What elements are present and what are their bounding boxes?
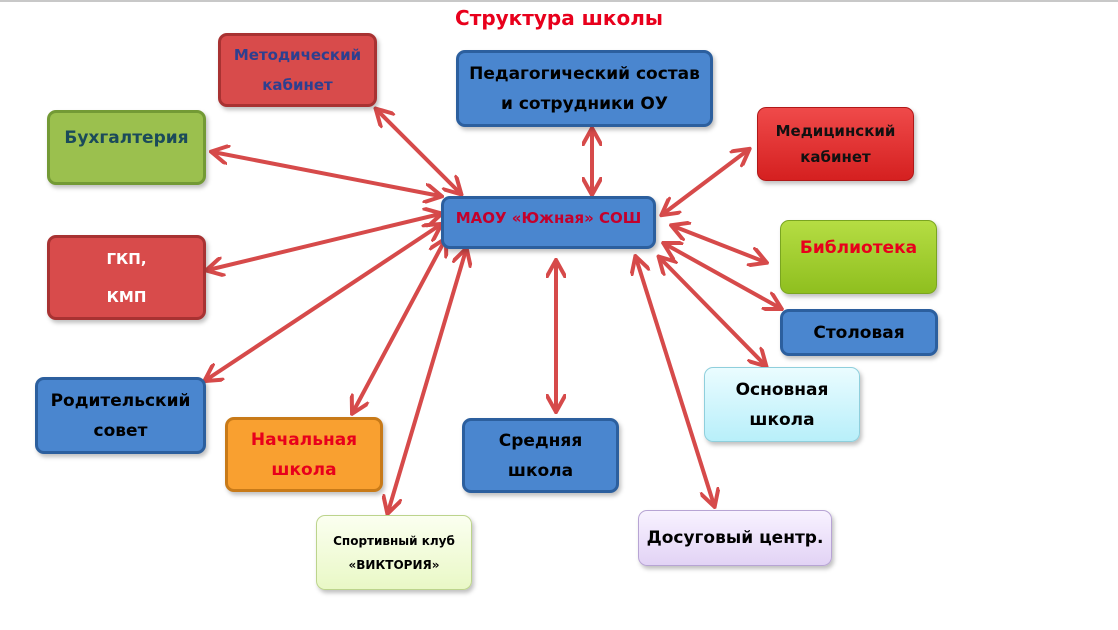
node-label: совет bbox=[93, 420, 148, 441]
node-label: Бухгалтерия bbox=[64, 128, 189, 148]
node-label: ГКП, bbox=[106, 249, 147, 268]
node-sred: Средняя школа bbox=[462, 418, 619, 493]
node-bib: Библиотека bbox=[780, 220, 937, 294]
node-gkp: ГКП, КМП bbox=[47, 235, 206, 320]
arrow-center-stol bbox=[665, 244, 780, 308]
node-label: Родительский bbox=[50, 390, 191, 411]
node-label: кабинет bbox=[800, 148, 871, 166]
arrow-center-osn bbox=[660, 258, 765, 365]
node-stol: Столовая bbox=[780, 309, 938, 356]
node-sport: Спортивный клуб «ВИКТОРИЯ» bbox=[316, 515, 472, 590]
node-label: Спортивный клуб bbox=[333, 533, 455, 548]
node-dos: Досуговый центр. bbox=[638, 510, 832, 566]
top-border bbox=[0, 0, 1118, 2]
node-label: Досуговый центр. bbox=[646, 528, 824, 548]
node-med: Медицинский кабинет bbox=[757, 107, 914, 181]
node-label: и сотрудники ОУ bbox=[500, 93, 668, 114]
node-label: Основная bbox=[735, 379, 829, 400]
node-metod: Методический кабинет bbox=[218, 33, 377, 107]
node-label: Начальная bbox=[250, 429, 358, 450]
node-label: КМП bbox=[106, 287, 147, 306]
arrow-center-metod bbox=[377, 110, 460, 193]
node-osn: Основная школа bbox=[704, 367, 860, 442]
node-label: кабинет bbox=[262, 76, 333, 94]
node-label: школа bbox=[507, 460, 574, 481]
arrow-center-sport bbox=[388, 250, 466, 512]
node-label: Столовая bbox=[813, 322, 905, 343]
arrow-center-med bbox=[663, 150, 748, 214]
node-label: Методический bbox=[233, 46, 362, 64]
center-label: МАОУ «Южная» СОШ bbox=[455, 209, 642, 227]
node-label: «ВИКТОРИЯ» bbox=[348, 557, 440, 572]
node-label: Медицинский bbox=[775, 122, 896, 140]
node-label: школа bbox=[749, 409, 815, 430]
node-center: МАОУ «Южная» СОШ bbox=[441, 196, 656, 249]
node-label: Педагогический состав bbox=[469, 63, 700, 84]
arrow-center-nach bbox=[353, 240, 445, 412]
diagram-title: Структура школы bbox=[455, 6, 663, 30]
node-ped: Педагогический состав и сотрудники ОУ bbox=[456, 50, 713, 127]
arrow-center-rod bbox=[206, 225, 440, 380]
node-label: школа bbox=[271, 459, 337, 480]
node-rod: Родительский совет bbox=[35, 377, 206, 454]
node-buh: Бухгалтерия bbox=[47, 110, 206, 185]
arrow-center-buh bbox=[213, 152, 440, 196]
arrow-center-dos bbox=[636, 258, 714, 505]
arrow-center-gkp bbox=[208, 214, 440, 270]
node-nach: Начальная школа bbox=[225, 417, 383, 492]
node-label: Библиотека bbox=[799, 238, 918, 258]
node-label: Средняя bbox=[498, 430, 583, 451]
